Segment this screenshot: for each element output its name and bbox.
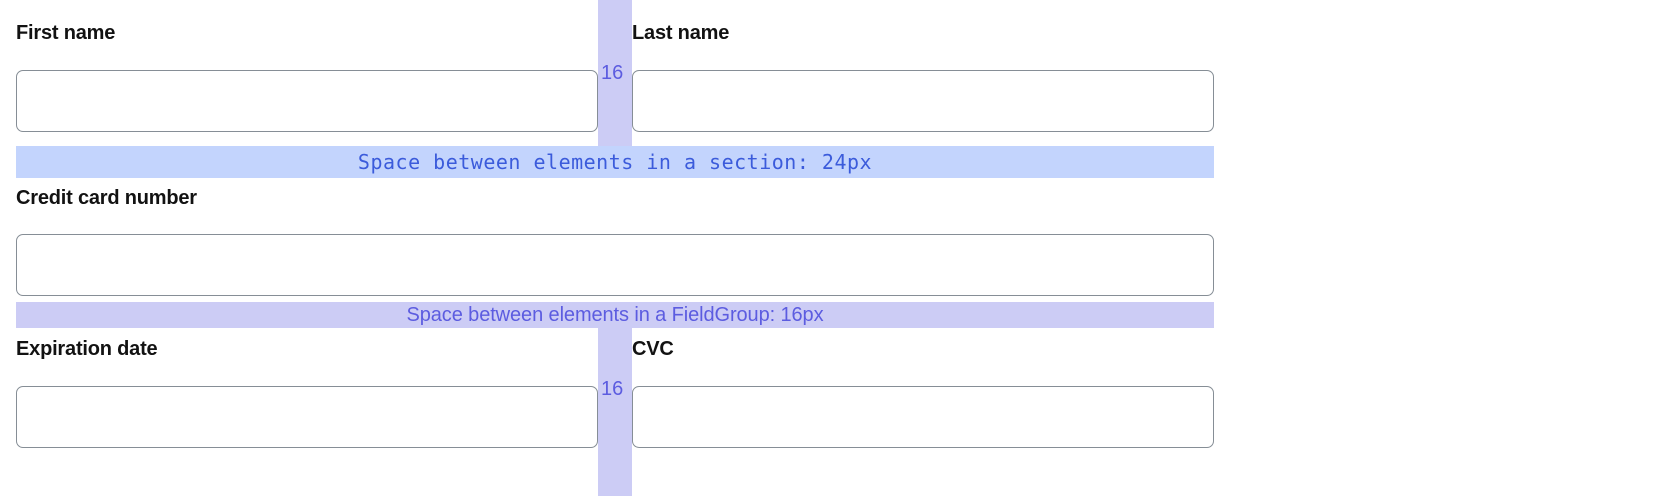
label-cvc: CVC — [632, 338, 674, 360]
annotation-text-fieldgroup-gap: Space between elements in a FieldGroup: … — [406, 303, 824, 326]
column-gap-label-expiry-row: 16 — [601, 378, 624, 400]
column-gap-label-name-row: 16 — [601, 62, 624, 84]
annotation-band-section-gap: Space between elements in a section: 24p… — [16, 146, 1214, 178]
input-last-name[interactable] — [632, 70, 1214, 132]
label-last-name: Last name — [632, 22, 730, 44]
label-first-name: First name — [16, 22, 116, 44]
annotation-band-fieldgroup-gap: Space between elements in a FieldGroup: … — [16, 302, 1214, 328]
input-cvc[interactable] — [632, 386, 1214, 448]
label-expiration-date: Expiration date — [16, 338, 158, 360]
input-credit-card-number[interactable] — [16, 234, 1214, 296]
column-gap-indicator-expiry-row — [598, 328, 632, 496]
input-expiration-date[interactable] — [16, 386, 598, 448]
column-gap-indicator-name-row — [598, 0, 632, 146]
label-credit-card-number: Credit card number — [16, 187, 197, 209]
annotation-text-section-gap: Space between elements in a section: 24p… — [357, 150, 873, 174]
input-first-name[interactable] — [16, 70, 598, 132]
